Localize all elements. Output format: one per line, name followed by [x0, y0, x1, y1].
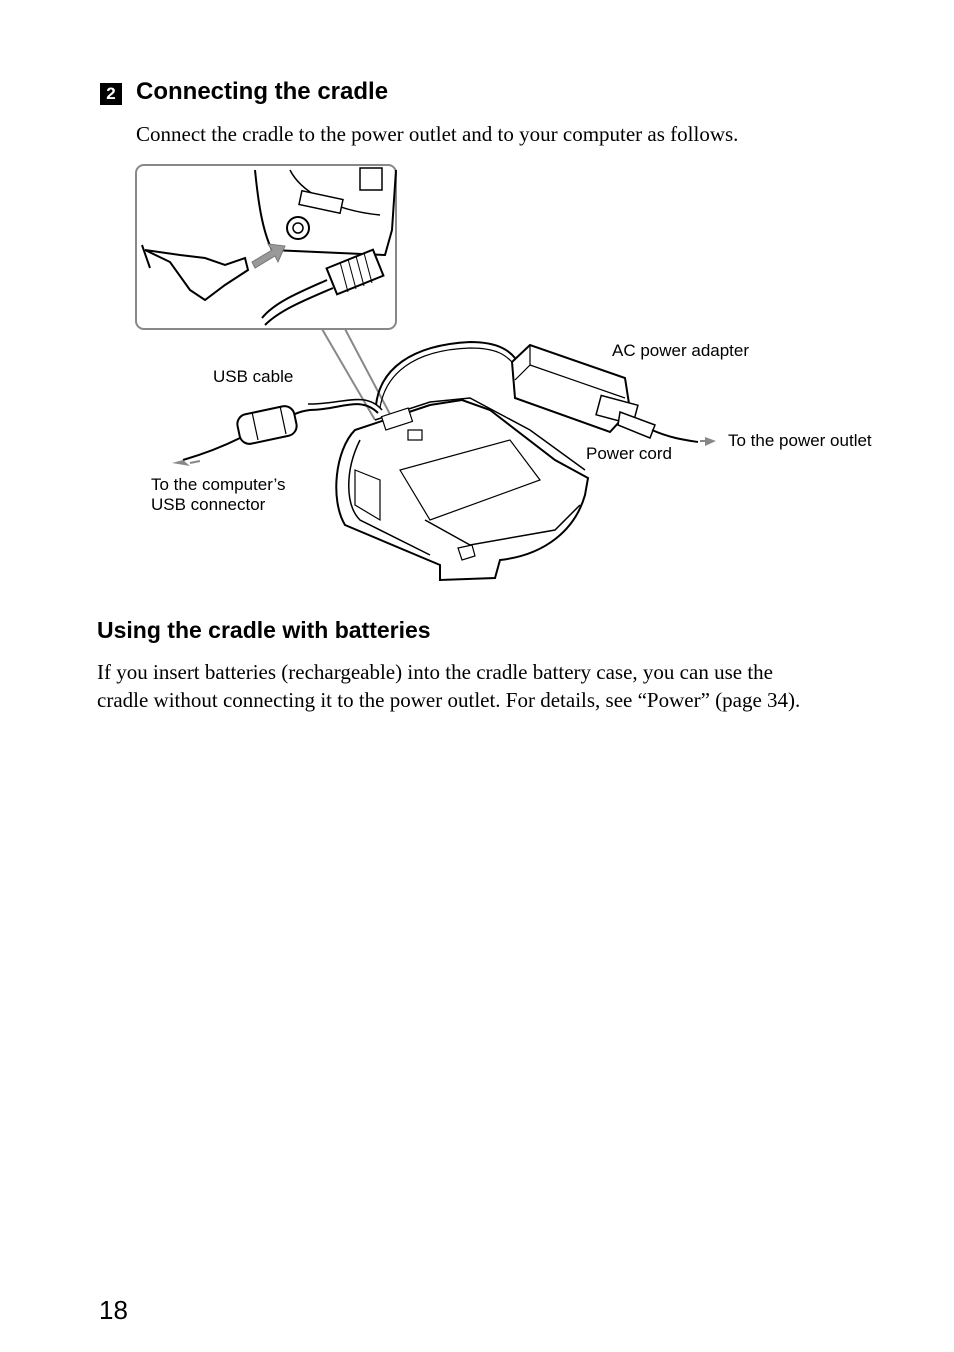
label-power-cord: Power cord	[586, 444, 672, 463]
label-usb-cable: USB cable	[213, 367, 293, 386]
section-intro: Connect the cradle to the power outlet a…	[136, 122, 739, 146]
inset-closeup	[135, 164, 397, 330]
label-ac-power-adapter: AC power adapter	[612, 341, 749, 360]
subsection-body-line: If you insert batteries (rechargeable) i…	[97, 660, 773, 684]
page-number: 18	[99, 1295, 128, 1325]
usb-cable-illustration	[172, 398, 383, 466]
cradle-connection-diagram: AC power adapter USB cable To the power …	[135, 164, 872, 582]
label-to-power-outlet: To the power outlet	[728, 431, 872, 450]
section-title: Connecting the cradle	[136, 78, 389, 105]
label-to-computer-line1: To the computer’s	[151, 475, 286, 494]
cradle-illustration	[335, 397, 590, 582]
step-number-badge: 2	[100, 83, 122, 105]
label-to-computer-line2: USB connector	[151, 495, 266, 514]
subsection-body-line: cradle without connecting it to the powe…	[97, 688, 801, 712]
subsection-title: Using the cradle with batteries	[97, 617, 431, 643]
subsection-body: If you insert batteries (rechargeable) i…	[97, 658, 887, 714]
ac-adapter-illustration	[375, 340, 716, 446]
